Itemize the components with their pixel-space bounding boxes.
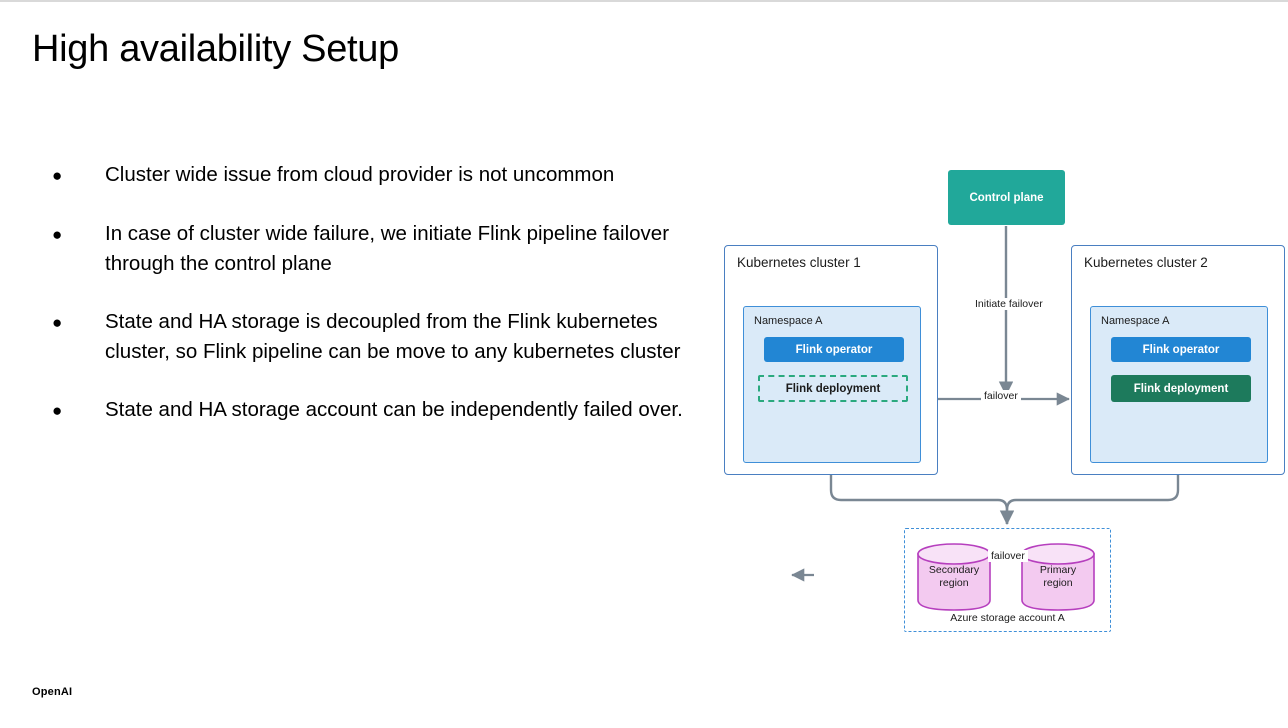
top-divider xyxy=(0,0,1288,2)
cluster-title: Kubernetes cluster 1 xyxy=(737,255,861,270)
list-item: ● In case of cluster wide failure, we in… xyxy=(52,219,712,279)
cylinder-icon xyxy=(1021,543,1095,611)
storage-account-caption: Azure storage account A xyxy=(950,612,1065,624)
control-plane-node[interactable]: Control plane xyxy=(948,170,1065,225)
bullet-list: ● Cluster wide issue from cloud provider… xyxy=(52,160,712,454)
bullet-marker-icon: ● xyxy=(52,313,63,332)
cylinder-label: Primary region xyxy=(1039,564,1077,589)
namespace-label: Namespace A xyxy=(754,315,823,327)
edge-label-initiate-failover: Initiate failover xyxy=(972,298,1046,310)
namespace-box[interactable]: Namespace A Flink operator Flink deploym… xyxy=(743,306,921,463)
flink-operator-node[interactable]: Flink operator xyxy=(1111,337,1251,362)
bullet-text: State and HA storage is decoupled from t… xyxy=(105,310,681,363)
secondary-region-cylinder[interactable]: Secondary region xyxy=(916,542,992,612)
kubernetes-cluster-1-box[interactable]: Kubernetes cluster 1 Namespace A Flink o… xyxy=(724,245,938,475)
primary-region-cylinder[interactable]: Primary region xyxy=(1020,542,1096,612)
cylinder-label: Secondary region xyxy=(928,564,980,589)
list-item: ● State and HA storage account can be in… xyxy=(52,395,712,426)
flink-deployment-node-inactive[interactable]: Flink deployment xyxy=(758,375,908,402)
bullet-text: Cluster wide issue from cloud provider i… xyxy=(105,163,615,186)
namespace-label: Namespace A xyxy=(1101,315,1170,327)
cylinder-icon xyxy=(917,543,991,611)
edge-label-failover-clusters: failover xyxy=(981,390,1021,402)
flink-deployment-node-active[interactable]: Flink deployment xyxy=(1111,375,1251,402)
bullet-marker-icon: ● xyxy=(52,225,63,244)
flink-operator-node[interactable]: Flink operator xyxy=(764,337,904,362)
list-item: ● State and HA storage is decoupled from… xyxy=(52,307,712,367)
bullet-marker-icon: ● xyxy=(52,401,63,420)
azure-storage-account-box[interactable]: Secondary region Primary region Azure st… xyxy=(904,528,1111,632)
page-title: High availability Setup xyxy=(32,28,399,70)
brand-wordmark: OpenAI xyxy=(32,686,73,698)
edge-label-failover-storage: failover xyxy=(988,550,1028,562)
bullet-text: State and HA storage account can be inde… xyxy=(105,398,683,421)
bullet-text: In case of cluster wide failure, we init… xyxy=(105,222,670,275)
cluster-title: Kubernetes cluster 2 xyxy=(1084,255,1208,270)
bullet-marker-icon: ● xyxy=(52,166,63,185)
kubernetes-cluster-2-box[interactable]: Kubernetes cluster 2 Namespace A Flink o… xyxy=(1071,245,1285,475)
architecture-diagram: Control plane Kubernetes cluster 1 Names… xyxy=(700,150,1288,650)
list-item: ● Cluster wide issue from cloud provider… xyxy=(52,160,712,191)
namespace-box[interactable]: Namespace A Flink operator Flink deploym… xyxy=(1090,306,1268,463)
